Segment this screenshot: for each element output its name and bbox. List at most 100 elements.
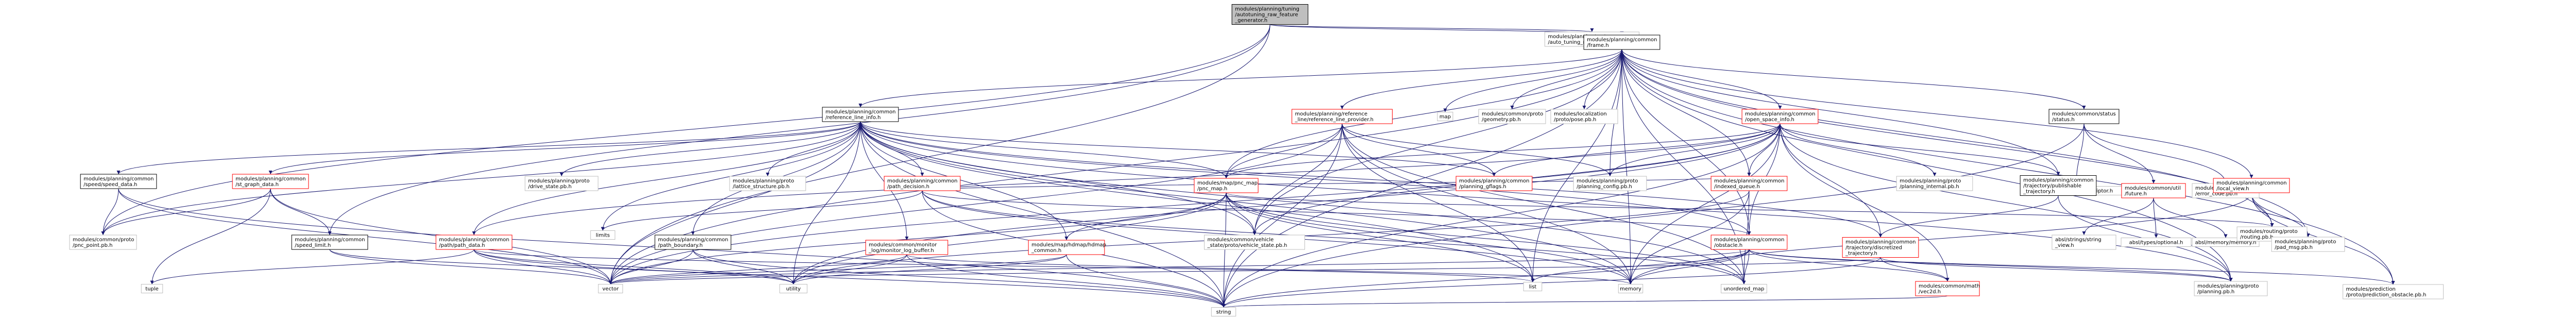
node-label: modules/map/hdmap/hdmap <box>1031 242 1106 248</box>
node-pose-pb[interactable]: modules/localization/proto/pose.pb.h <box>1550 109 1618 124</box>
node-label: /path/path_data.h <box>439 243 485 248</box>
node-util-future[interactable]: modules/common/util/future.h <box>2121 183 2186 198</box>
node-label: modules/planning/common <box>1714 178 1784 184</box>
node-label: /autotuning_raw_feature <box>1235 12 1298 18</box>
node-label: modules/common/monitor <box>869 242 937 248</box>
node-drive-state-pb[interactable]: modules/planning/proto/drive_state.pb.h <box>524 176 599 191</box>
node-planning-pb[interactable]: modules/planning/proto/planning.pb.h <box>2194 281 2268 296</box>
node-frame[interactable]: modules/planning/common/frame.h <box>1583 35 1660 50</box>
edge-obstacle-to-vector <box>608 249 1750 284</box>
node-box <box>729 176 806 191</box>
node-path-decision[interactable]: modules/planning/common/path_decision.h <box>884 176 961 191</box>
node-speed-limit[interactable]: modules/planning/common/speed_limit.h <box>291 235 368 250</box>
node-st-graph-data[interactable]: modules/planning/common/st_graph_data.h <box>232 174 309 189</box>
node-pnc-map[interactable]: modules/map/pnc_map/pnc_map.h <box>1194 178 1259 193</box>
node-label: /trajectory/publishable <box>2023 183 2081 189</box>
node-memory[interactable]: memory <box>1618 284 1643 293</box>
node-label: /routing.pb.h <box>2240 235 2274 240</box>
node-label: modules/routing/proto <box>2240 229 2298 235</box>
node-obstacle[interactable]: modules/planning/common/obstacle.h <box>1710 235 1788 250</box>
edge-path-data-to-string <box>473 249 1226 308</box>
edge-speed-limit-to-vector <box>329 249 613 284</box>
node-utility[interactable]: utility <box>779 284 808 293</box>
node-label: list <box>1529 284 1537 290</box>
node-path-data[interactable]: modules/planning/common/path/path_data.h <box>435 235 513 250</box>
node-label: modules/planning/common <box>439 237 509 243</box>
node-label: memory <box>1620 287 1641 292</box>
node-ref-line-provider[interactable]: modules/planning/reference_line/referenc… <box>1292 109 1393 124</box>
node-label: /planning_config.pb.h <box>1577 184 1632 190</box>
node-box <box>1573 176 1647 191</box>
node-status[interactable]: modules/common/status/status.h <box>2048 109 2120 124</box>
node-root[interactable]: modules/planning/tuning/autotuning_raw_f… <box>1231 4 1309 25</box>
node-label: absl/memory/memory.h <box>2195 240 2257 246</box>
node-label: /frame.h <box>1587 43 1609 48</box>
edge-frame-to-status <box>1621 49 2086 110</box>
node-string[interactable]: string <box>1211 307 1236 316</box>
node-planning-internal-pb[interactable]: modules/planning/proto/planning_internal… <box>1896 176 1973 191</box>
node-prediction-obstacle-pb[interactable]: modules/prediction/proto/prediction_obst… <box>2343 284 2444 299</box>
edge-frame-to-ref-line-provider <box>1340 49 1622 110</box>
edge-pnc-map-to-unordered-map <box>1226 192 1746 284</box>
node-pnc-point-pb[interactable]: modules/common/proto/pnc_point.pb.h <box>69 235 137 250</box>
node-label: /path_boundary.h <box>658 243 703 248</box>
node-planning-config-pb[interactable]: modules/planning/proto/planning_config.p… <box>1573 176 1647 191</box>
edge-ref-line-info-to-obstacle <box>860 121 1751 236</box>
node-vec2d[interactable]: modules/common/math/vec2d.h <box>1915 281 1980 296</box>
node-indexed-queue[interactable]: modules/planning/common/indexed_queue.h <box>1710 176 1788 191</box>
node-label: map <box>1439 114 1451 120</box>
node-string-view[interactable]: absl/strings/string_view.h <box>2052 235 2116 250</box>
edge-ref-line-provider-to-unordered-map <box>1342 123 1746 284</box>
node-box <box>2020 175 2097 196</box>
node-box <box>1550 109 1618 124</box>
node-vehicle-state-pb[interactable]: modules/common/vehicle_state/proto/vehic… <box>1204 235 1305 250</box>
node-vector[interactable]: vector <box>598 284 623 293</box>
node-limits[interactable]: limits <box>590 230 616 240</box>
node-log-buffer[interactable]: modules/common/monitor_log/monitor_log_b… <box>865 240 948 255</box>
node-label: /pad_msg.pb.h <box>2275 245 2313 250</box>
node-label: modules/planning/tuning <box>1235 7 1299 12</box>
node-label: modules/planning/common <box>1714 237 1784 243</box>
node-label: vector <box>602 287 619 292</box>
edge-frame-to-geometry-pb <box>1510 49 1622 110</box>
node-planning-gflags[interactable]: modules/planning/common/planning_gflags.… <box>1455 176 1533 191</box>
node-unordered-map[interactable]: unordered_map <box>1721 284 1767 293</box>
edge-open-space-info-to-pnc-map <box>1224 123 1781 179</box>
node-tuple[interactable]: tuple <box>141 284 163 293</box>
node-label: /trajectory/discretized <box>1845 245 1902 251</box>
node-ref-line-info[interactable]: modules/planning/common/reference_line_i… <box>822 107 899 122</box>
node-box <box>1842 237 1919 258</box>
node-pad-msg-pb[interactable]: modules/planning/proto/pad_msg.pb.h <box>2271 237 2345 252</box>
node-box <box>1618 284 1643 293</box>
node-open-space-info[interactable]: modules/planning/common/open_space_info.… <box>1741 109 1819 124</box>
node-label: /speed_limit.h <box>295 243 331 248</box>
node-label: modules/planning/proto <box>733 178 794 184</box>
node-label: modules/planning/common <box>1845 240 1916 245</box>
node-box <box>2343 284 2444 299</box>
node-box <box>1292 109 1393 124</box>
edge-obstacle-to-prediction-obstacle-pb <box>1749 249 2395 285</box>
node-lattice-structure-pb[interactable]: modules/planning/proto/lattice_structure… <box>729 176 806 191</box>
node-label: unordered_map <box>1724 287 1765 292</box>
node-label: modules/planning/proto <box>1548 34 1609 40</box>
node-label: /planning_gflags.h <box>1459 184 1506 190</box>
node-local-view[interactable]: modules/planning/common/local_view.h <box>2213 178 2290 193</box>
edge-root-to-autotuning-pb <box>1269 24 1594 32</box>
node-geometry-pb[interactable]: modules/common/proto/geometry.pb.h <box>1478 109 1546 124</box>
node-label: /pnc_point.pb.h <box>73 243 112 248</box>
edge-root-to-vector <box>608 24 1270 284</box>
edge-ref-line-provider-to-planning-gflags <box>1342 123 1496 177</box>
node-box <box>1455 176 1533 191</box>
node-discretized-traj[interactable]: modules/planning/common/trajectory/discr… <box>1842 237 1919 258</box>
node-label: /path_decision.h <box>887 184 929 190</box>
node-publishable-traj[interactable]: modules/planning/common/trajectory/publi… <box>2020 175 2097 196</box>
node-hdmap[interactable]: modules/map/hdmap/hdmap_common.h <box>1028 240 1106 255</box>
node-speed-data[interactable]: modules/planning/common/speed/speed_data… <box>80 174 157 189</box>
node-path-boundary[interactable]: modules/planning/common/path_boundary.h <box>654 235 732 250</box>
node-absl-optional[interactable]: absl/types/optional.h <box>2121 238 2192 247</box>
edge-obstacle-to-memory <box>1629 249 1750 284</box>
node-map[interactable]: map <box>1437 112 1453 121</box>
node-label: utility <box>786 287 801 292</box>
node-list[interactable]: list <box>1523 282 1543 291</box>
edge-obstacle-to-planning-pb <box>1749 249 2233 282</box>
